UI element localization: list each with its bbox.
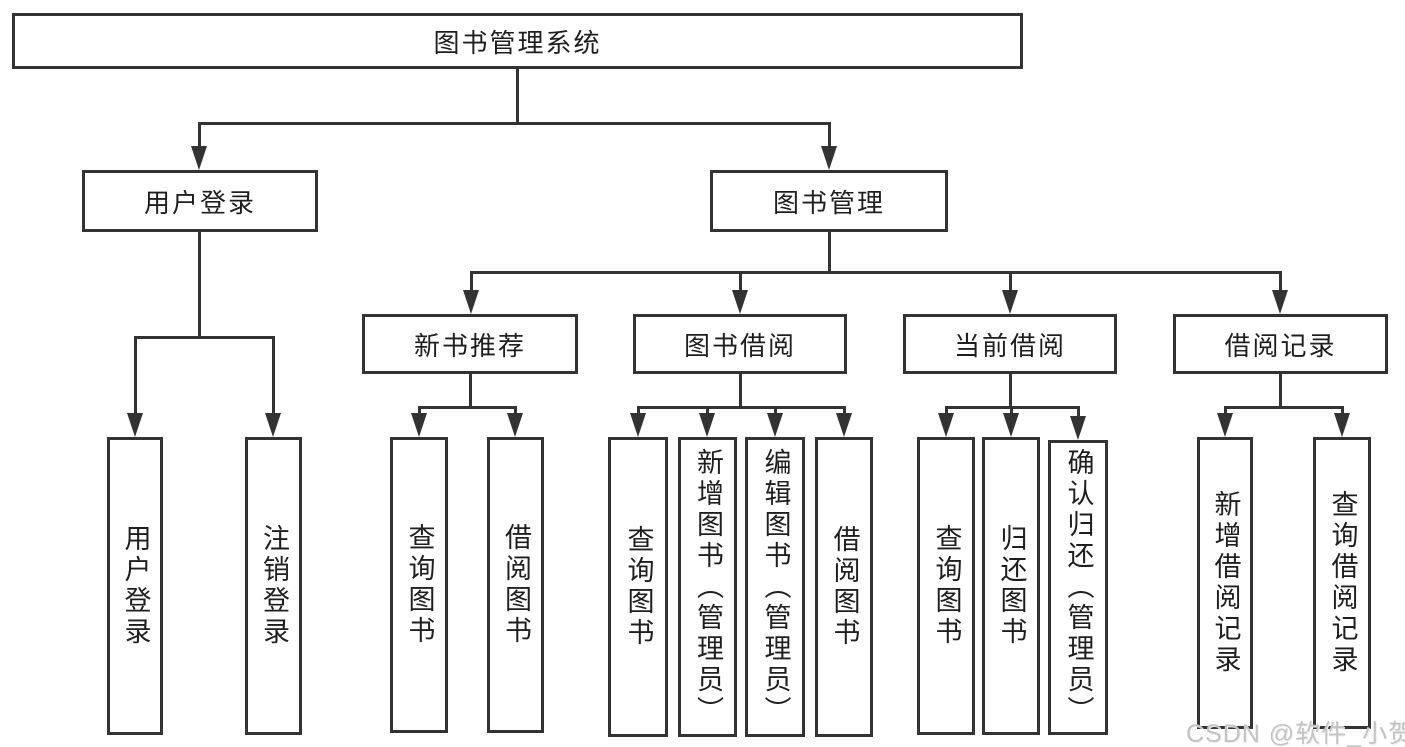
arrowhead-bookmgmt [821,146,837,170]
node-borrow-edit-admin-label: 编辑图书（管理员） [760,447,791,727]
node-borrow-record: 借阅记录 [1173,314,1388,374]
node-new-book-label: 新书推荐 [413,330,526,361]
connector-to-cb-query [945,406,948,416]
node-record-query-label: 查询借阅记录 [1327,490,1358,676]
connector-to-login-action [134,336,137,415]
arrowhead-bb-edit [767,413,783,437]
node-borrow-add-admin-label: 新增图书（管理员） [693,447,723,727]
connector-userlogin-rail [134,336,275,339]
connector-root-rail [198,122,831,125]
node-borrow-add-admin: 新增图书（管理员） [678,437,737,737]
arrowhead-newbook-query [411,413,427,437]
connector-currentborrow-trunk [1009,374,1012,409]
connector-to-cb-confirm [1077,406,1080,418]
node-book-borrow: 图书借阅 [633,314,847,374]
node-user-login-action: 用户登录 [107,437,163,735]
connector-newbook-trunk [469,374,472,409]
node-user-login-action-label: 用户登录 [120,524,151,648]
node-record-query: 查询借阅记录 [1313,437,1371,729]
node-logout-action: 注销登录 [245,437,302,735]
connector-borrowrecord-rail [1224,406,1344,409]
connector-to-newbook-query [418,406,421,416]
node-current-borrow-label: 当前借阅 [953,330,1066,361]
node-current-borrow: 当前借阅 [903,314,1117,374]
arrowhead-br-add [1217,413,1233,437]
connector-to-cb-return [1010,406,1013,416]
arrowhead-cb-confirm [1070,416,1086,440]
node-borrow-query: 查询图书 [608,437,668,737]
arrowhead-currentborrow [1002,290,1018,314]
node-borrow-book-label: 借阅图书 [829,525,860,649]
node-newbook-borrow-label: 借阅图书 [501,523,531,647]
node-root-label: 图书管理系统 [433,27,602,58]
connector-bookmgmt-trunk [828,232,831,274]
connector-to-borrowrecord [1279,271,1282,292]
arrowhead-br-query [1334,413,1350,437]
arrowhead-newbook-borrow [507,413,523,437]
connector-to-br-add [1224,406,1227,416]
node-newbook-borrow: 借阅图书 [487,437,544,733]
node-confirm-return-admin-label: 确认归还（管理员） [1063,448,1094,727]
node-newbook-query-label: 查询图书 [404,523,435,647]
arrowhead-cb-return [1003,413,1019,437]
connector-to-bookborrow [739,271,742,292]
arrowhead-bb-borrow [836,413,852,437]
node-confirm-return-admin: 确认归还（管理员） [1048,440,1108,735]
arrowhead-cb-query [938,413,954,437]
node-book-borrow-label: 图书借阅 [683,330,796,361]
arrowhead-borrowrecord [1272,290,1288,314]
node-current-query-label: 查询图书 [931,524,962,648]
connector-bookborrow-trunk [739,374,742,409]
connector-userlogin-trunk [198,232,201,339]
node-record-add: 新增借阅记录 [1197,437,1253,729]
node-newbook-query: 查询图书 [390,437,448,733]
node-user-login-label: 用户登录 [143,187,256,218]
connector-newbook-rail [418,406,517,409]
arrowhead-bb-query [630,413,646,437]
connector-to-bb-edit [774,406,777,416]
node-book-mgmt: 图书管理 [710,170,948,232]
connector-to-logout-action [272,336,275,415]
arrowhead-userlogin [191,146,207,170]
node-borrow-edit-admin: 编辑图书（管理员） [745,437,805,737]
node-borrow-record-label: 借阅记录 [1224,330,1337,361]
connector-root-trunk [516,68,519,124]
connector-to-newbook [470,271,473,292]
node-borrow-book: 借阅图书 [815,437,873,737]
node-book-mgmt-label: 图书管理 [772,187,885,218]
node-return-book: 归还图书 [982,437,1040,735]
node-record-add-label: 新增借阅记录 [1210,490,1241,676]
connector-to-bb-borrow [843,406,846,416]
node-return-book-label: 归还图书 [996,524,1027,648]
csdn-watermark: CSDN @软件_小贺同学 [1186,720,1405,747]
arrowhead-newbook [463,290,479,314]
node-current-query: 查询图书 [917,437,975,735]
connector-to-bb-add [706,406,709,416]
node-borrow-query-label: 查询图书 [623,525,654,649]
connector-root-to-bookmgmt [828,122,831,148]
connector-root-to-userlogin [198,122,201,148]
node-logout-action-label: 注销登录 [259,524,289,648]
connector-bookmgmt-rail [470,271,1282,274]
arrowhead-bookborrow [732,290,748,314]
connector-to-br-query [1341,406,1344,416]
node-new-book: 新书推荐 [362,314,578,374]
connector-borrowrecord-trunk [1279,374,1282,409]
arrowhead-login-action [127,413,143,437]
arrowhead-logout-action [265,413,281,437]
node-root: 图书管理系统 [12,13,1023,69]
connector-to-newbook-borrow [514,406,517,416]
node-user-login: 用户登录 [82,170,318,232]
connector-to-bb-query [637,406,640,416]
connector-bookborrow-rail [637,406,845,409]
connector-to-currentborrow [1009,271,1012,292]
arrowhead-bb-add [699,413,715,437]
